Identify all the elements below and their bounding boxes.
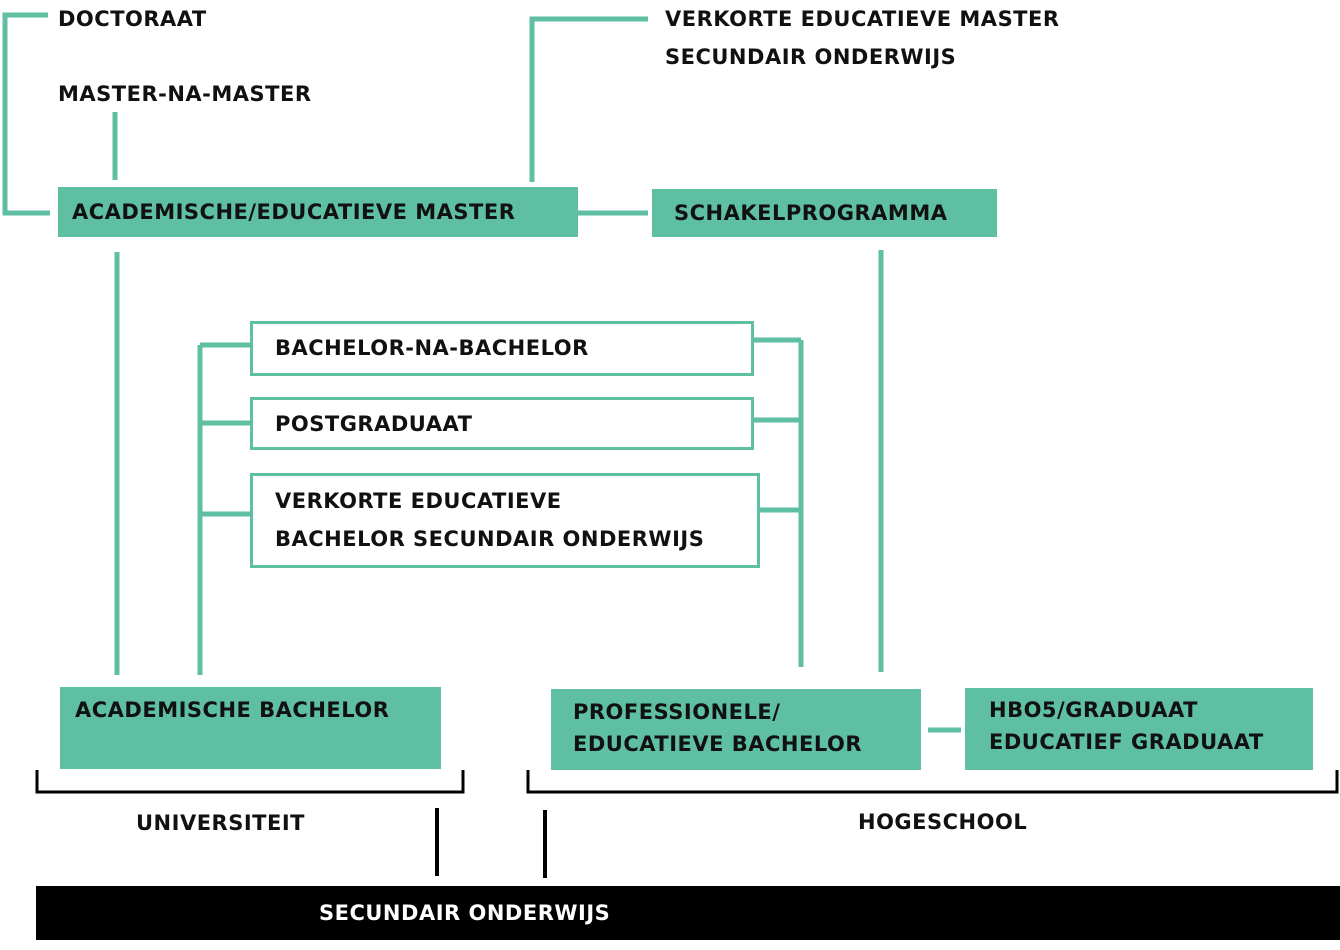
label-hbo5-1: HBO5/GRADUAAT — [989, 698, 1198, 722]
box-postgraduaat: POSTGRADUAAT — [250, 397, 754, 450]
bracket-hogeschool — [526, 770, 1339, 794]
label-secundair-onderwijs: SECUNDAIR ONDERWIJS — [319, 901, 611, 925]
label-verkorte-master-1: VERKORTE EDUCATIEVE MASTER — [665, 7, 1060, 31]
line-verkorte-master — [529, 16, 648, 182]
label-hbo5-2: EDUCATIEF GRADUAAT — [989, 730, 1264, 754]
label-academische-bachelor: ACADEMISCHE BACHELOR — [75, 698, 390, 722]
label-professionele-bachelor-1: PROFESSIONELE/ — [573, 700, 781, 724]
box-professionele-bachelor: PROFESSIONELE/ EDUCATIEVE BACHELOR — [551, 689, 921, 770]
label-academische-master: ACADEMISCHE/EDUCATIEVE MASTER — [72, 200, 516, 224]
label-verkorte-master-2: SECUNDAIR ONDERWIJS — [665, 45, 957, 69]
label-postgraduaat: POSTGRADUAAT — [275, 412, 473, 436]
label-verkorte-bachelor-1: VERKORTE EDUCATIEVE — [275, 489, 562, 513]
label-universiteit: UNIVERSITEIT — [136, 811, 305, 835]
bar-secundair-onderwijs: SECUNDAIR ONDERWIJS — [36, 886, 1340, 940]
label-bachelor-na-bachelor: BACHELOR-NA-BACHELOR — [275, 336, 589, 360]
label-verkorte-bachelor-2: BACHELOR SECUNDAIR ONDERWIJS — [275, 527, 705, 551]
label-schakelprogramma: SCHAKELPROGRAMMA — [674, 201, 948, 225]
box-hbo5: HBO5/GRADUAAT EDUCATIEF GRADUAAT — [965, 688, 1313, 770]
label-master-na-master: MASTER-NA-MASTER — [58, 82, 312, 106]
label-hogeschool: HOGESCHOOL — [858, 810, 1028, 834]
box-bachelor-na-bachelor: BACHELOR-NA-BACHELOR — [250, 321, 754, 376]
box-verkorte-bachelor: VERKORTE EDUCATIEVE BACHELOR SECUNDAIR O… — [250, 473, 760, 568]
label-doctoraat: DOCTORAAT — [58, 7, 207, 31]
line-doctoraat — [2, 12, 50, 216]
label-professionele-bachelor-2: EDUCATIEVE BACHELOR — [573, 732, 863, 756]
box-academische-master: ACADEMISCHE/EDUCATIEVE MASTER — [58, 187, 578, 237]
box-schakelprogramma: SCHAKELPROGRAMMA — [652, 189, 997, 237]
bracket-universiteit — [35, 770, 465, 794]
box-academische-bachelor: ACADEMISCHE BACHELOR — [60, 687, 441, 769]
